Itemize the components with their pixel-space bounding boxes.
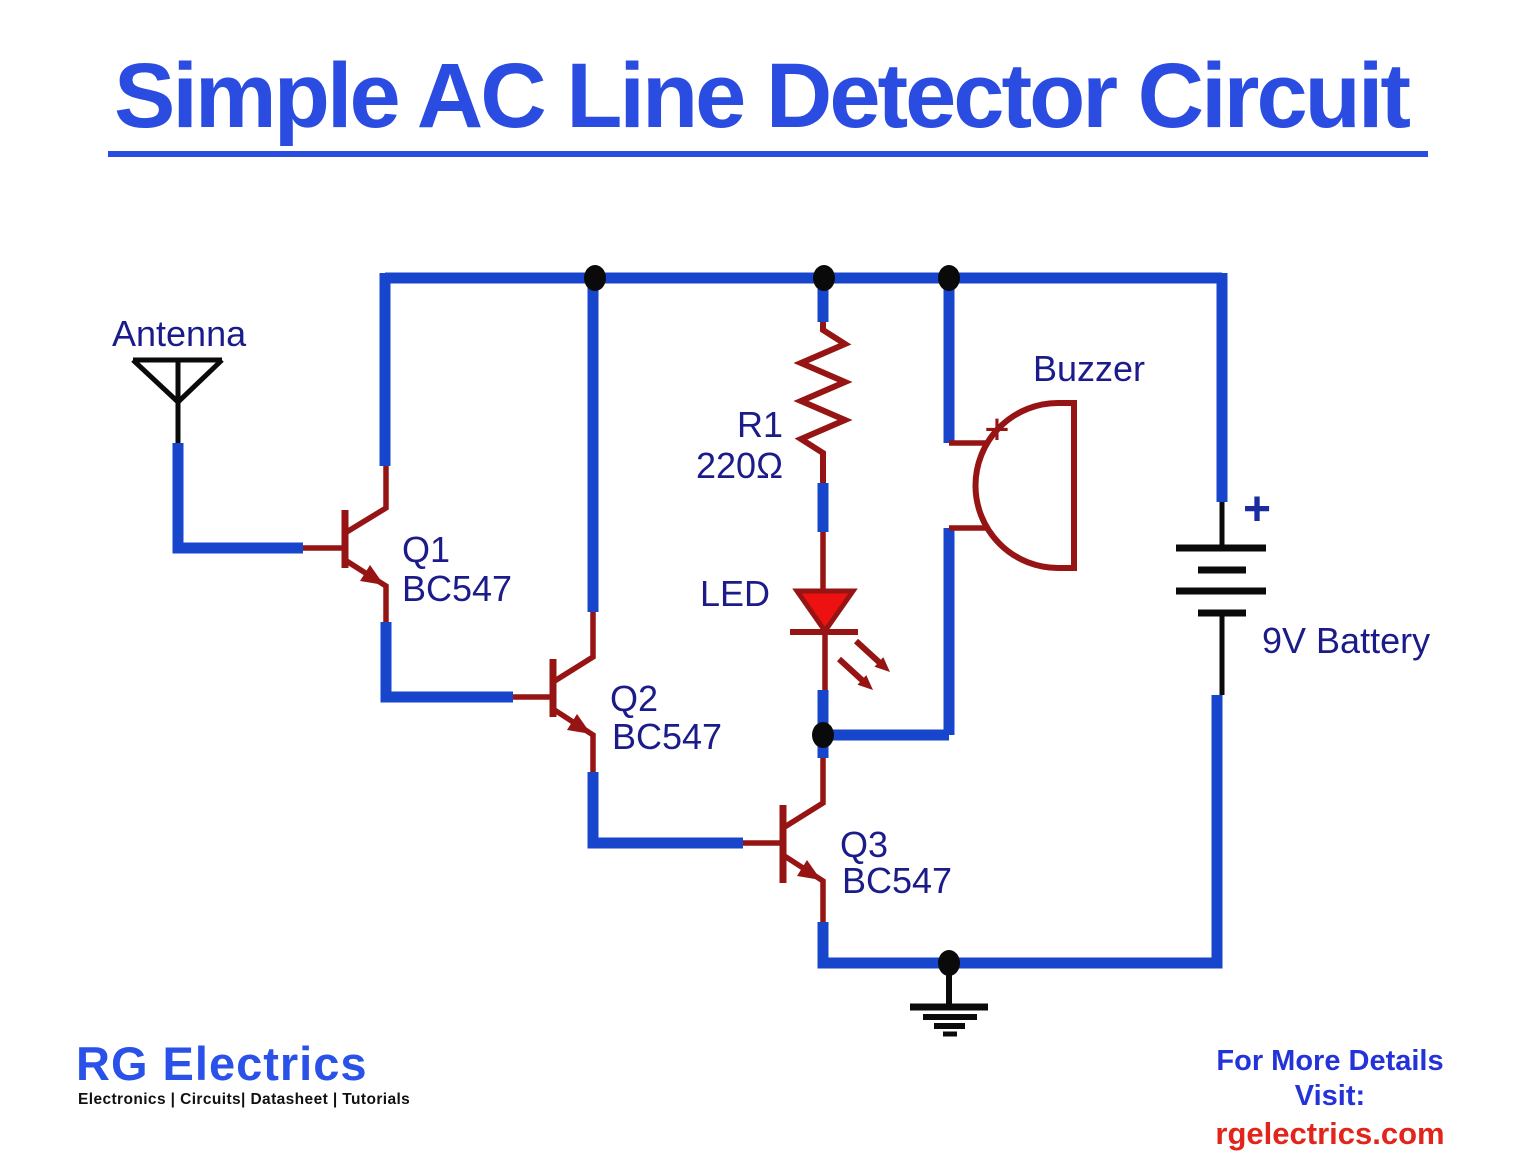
q2-part-label: BC547	[612, 716, 722, 757]
buzzer-symbol	[949, 400, 1077, 571]
junction-dot	[938, 265, 960, 291]
antenna-label: Antenna	[112, 313, 247, 354]
buzzer-label: Buzzer	[1033, 348, 1145, 389]
q2-ref-label: Q2	[610, 678, 658, 719]
wire-bottom-rail	[817, 695, 1223, 969]
led-arrow-shaft	[836, 656, 866, 684]
q3-emitter-arrow	[797, 860, 821, 880]
antenna-symbol	[131, 357, 224, 443]
q3-part-label: BC547	[842, 860, 952, 901]
q3-emitter-lead	[781, 852, 826, 922]
junction-dot	[584, 265, 606, 291]
led-arrow-head	[857, 675, 873, 690]
led-label: LED	[700, 573, 770, 614]
battery-label: 9V Battery	[1262, 620, 1430, 661]
logo-tagline: Electronics | Circuits| Datasheet | Tuto…	[78, 1091, 411, 1108]
transistor-q1-symbol	[303, 466, 389, 622]
q1-ref-label: Q1	[402, 529, 450, 570]
title-wrap: Simple AC Line Detector Circuit	[0, 48, 1536, 157]
q1-collector-lead	[343, 466, 389, 536]
q2-emitter-arrow	[567, 714, 591, 734]
website-link[interactable]: rgelectrics.com	[1215, 1115, 1445, 1151]
transistor-q3-symbol	[743, 758, 826, 922]
junction-dot	[812, 722, 834, 748]
q2-collector-lead	[551, 612, 596, 685]
led-symbol	[790, 532, 890, 690]
led-light-arrow-1	[853, 638, 890, 672]
junction-dots	[584, 265, 960, 976]
footer-visit: For More Details Visit: rgelectrics.com	[1180, 1044, 1480, 1154]
junction-dot	[938, 950, 960, 976]
battery-plus-sign: +	[1243, 483, 1271, 536]
q3-collector-lead	[781, 758, 826, 831]
led-arrow-head	[874, 657, 890, 672]
buzzer-body	[972, 400, 1077, 571]
led-triangle	[792, 588, 858, 636]
transistor-q2-symbol	[513, 612, 596, 772]
wire-q1-emitter-to-q2-base	[380, 622, 513, 703]
q3-ref-label: Q3	[840, 824, 888, 865]
r1-ref-label: R1	[737, 404, 783, 445]
page-title: Simple AC Line Detector Circuit	[107, 48, 1429, 157]
battery-symbol	[1176, 502, 1266, 695]
r1-value-label: 220Ω	[696, 445, 783, 486]
logo-text: RG Electrics	[76, 1037, 368, 1090]
wire-antenna-to-q1-base	[172, 443, 303, 554]
led-arrow-shaft	[853, 638, 883, 666]
led-light-arrow-2	[836, 656, 873, 690]
buzzer-plus-sign: +	[984, 405, 1010, 454]
junction-dot	[813, 265, 835, 291]
wire-q2-emitter-to-q3-base	[587, 772, 743, 849]
q1-emitter-lead	[343, 557, 389, 622]
visit-label: For More Details Visit:	[1216, 1045, 1444, 1112]
q2-emitter-lead	[551, 706, 596, 772]
q1-emitter-arrow	[360, 565, 384, 585]
q1-part-label: BC547	[402, 568, 512, 609]
resistor-r1-symbol	[793, 322, 853, 483]
